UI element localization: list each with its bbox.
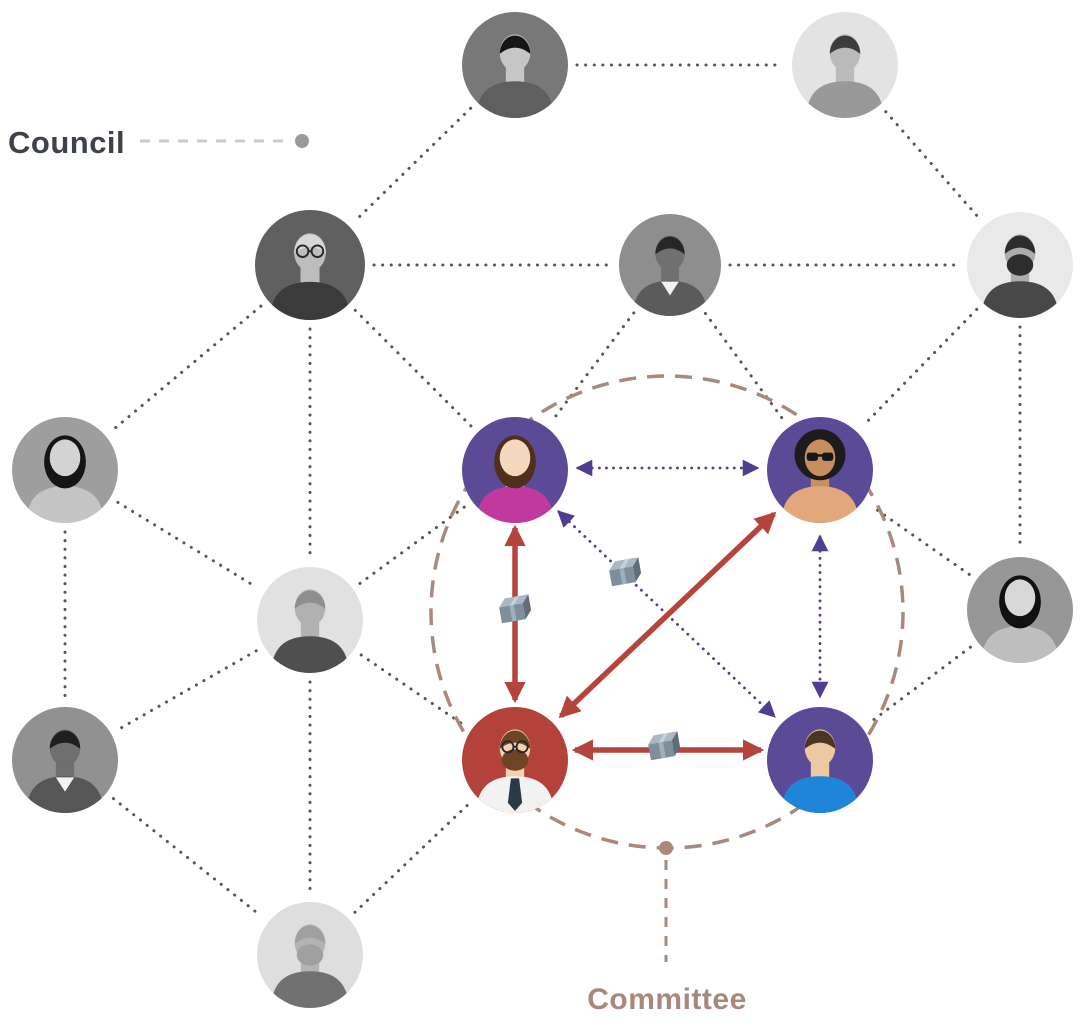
avatar-council-member-4: [967, 212, 1073, 318]
hair-short: [294, 590, 326, 609]
council-edge: [703, 311, 785, 422]
avatar-shirt: [781, 486, 859, 523]
council-leader-dot: [295, 134, 309, 148]
council-label: Council: [8, 125, 125, 160]
avatar-shirt: [806, 81, 884, 118]
avatar-committee-member-blue: [767, 707, 873, 813]
hair-short: [829, 35, 861, 54]
avatar-shirt: [632, 280, 708, 317]
exchange-arrow: [558, 511, 777, 719]
beard: [296, 944, 324, 966]
avatar-face: [804, 439, 836, 477]
beard: [1006, 254, 1034, 276]
avatar-council-member-1: [462, 12, 568, 118]
package-icon: [499, 594, 532, 624]
beard: [501, 749, 529, 771]
avatar-council-elder: [254, 209, 366, 321]
avatar-committee-woman: [462, 417, 568, 523]
tie: [507, 778, 523, 811]
avatar-council-member-8: [12, 707, 118, 813]
avatar-shirt: [476, 81, 554, 118]
council-edge: [116, 500, 259, 590]
hair-short: [1004, 235, 1036, 254]
committee-label: Committee: [587, 983, 747, 1016]
avatar-face: [1004, 579, 1036, 617]
package-icon: [648, 731, 681, 761]
hair-short: [499, 730, 531, 749]
avatar-shirt: [271, 636, 349, 673]
avatar-shirt: [26, 776, 104, 813]
council-edge: [359, 653, 466, 727]
avatar-shirt: [981, 281, 1059, 318]
council-edge: [868, 645, 972, 725]
avatar-face: [49, 439, 81, 477]
avatar-council-member-2: [792, 12, 898, 118]
committee-arrows: [504, 459, 829, 761]
package-icon: [609, 557, 642, 587]
avatar-council-member-5: [12, 417, 118, 523]
avatar-face: [499, 439, 531, 477]
council-edge: [550, 311, 636, 422]
hair-short: [294, 234, 326, 254]
hair-short: [294, 925, 326, 944]
avatar-shirt: [476, 486, 554, 523]
hair-short: [499, 35, 531, 54]
council-edge: [354, 106, 473, 222]
council-edge: [353, 308, 473, 428]
avatar-shirt: [26, 486, 104, 523]
council-edge: [353, 801, 472, 914]
avatar-shirt: [269, 281, 351, 321]
avatars: [12, 12, 1073, 1008]
hair-short: [655, 236, 685, 255]
avatar-council-member-7: [967, 557, 1073, 663]
hair-short: [49, 730, 81, 749]
avatar-committee-analyst: [462, 707, 568, 813]
avatar-council-member-3: [618, 213, 722, 317]
glasses-icon: [501, 740, 529, 754]
annotations: Council Committee: [8, 125, 747, 1016]
council-edge: [111, 304, 263, 432]
council-edge: [869, 504, 971, 576]
council-edge: [358, 505, 467, 585]
council-edge: [117, 649, 258, 731]
council-edge: [112, 797, 263, 918]
avatar-shirt: [981, 626, 1059, 663]
hair-short: [804, 730, 836, 749]
avatar-shirt: [781, 776, 859, 813]
council-edge: [861, 307, 979, 428]
committee-leader-dot: [659, 841, 673, 855]
council-edges: [63, 63, 1022, 918]
collar: [55, 777, 75, 792]
collar: [661, 281, 679, 296]
avatar-committee-member-shades: [767, 417, 873, 523]
avatar-council-member-9: [257, 902, 363, 1008]
council-edge: [884, 110, 981, 220]
sunglasses-icon: [806, 452, 834, 461]
package-icons: [499, 557, 681, 761]
avatar-council-member-6: [257, 567, 363, 673]
glasses-icon: [295, 244, 325, 259]
avatar-shirt: [271, 971, 349, 1008]
